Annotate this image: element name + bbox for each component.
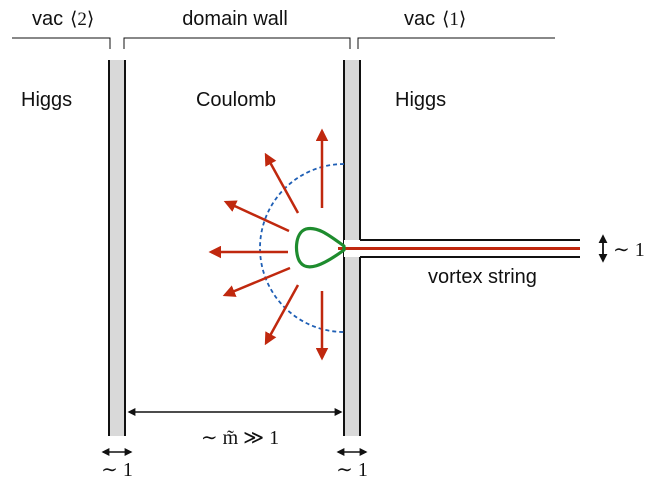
field-line-semicircle [259, 163, 345, 333]
flux-arrow [264, 152, 300, 214]
right-wall-width-label: ∼ 1 [336, 459, 368, 481]
string-width-label: ∼ 1 [613, 239, 645, 261]
higgs-right-label: Higgs [395, 89, 446, 111]
flux-arrow [222, 266, 291, 297]
vac-right-label: vac [404, 8, 435, 30]
left-wall-width-label: ∼ 1 [101, 459, 133, 481]
vac-left-ket: ⟨2⟩ [70, 9, 94, 30]
bracket-vac-right [357, 37, 555, 49]
monopole-boundary [294, 226, 346, 269]
left-domain-wall [108, 60, 126, 436]
header-labels: vac ⟨2⟩ domain wall vac ⟨1⟩ [32, 8, 466, 30]
coulomb-label: Coulomb [196, 89, 276, 111]
vortex-string [338, 239, 580, 258]
vac-left-label: vac [32, 8, 63, 30]
flux-arrows [208, 128, 329, 361]
higgs-left-label: Higgs [21, 89, 72, 111]
vortex-string-label: vortex string [428, 266, 537, 288]
flux-arrow [223, 200, 290, 233]
wall-separation-label: ∼ m̃ ≫ 1 [201, 427, 279, 449]
left-wall-fill [109, 60, 125, 436]
domain-wall-label: domain wall [182, 8, 288, 30]
bracket-domain-wall [123, 37, 351, 49]
vac-right-ket: ⟨1⟩ [442, 9, 466, 30]
flux-arrow [264, 284, 300, 346]
header-brackets [12, 37, 555, 49]
bracket-vac-left [12, 37, 111, 49]
